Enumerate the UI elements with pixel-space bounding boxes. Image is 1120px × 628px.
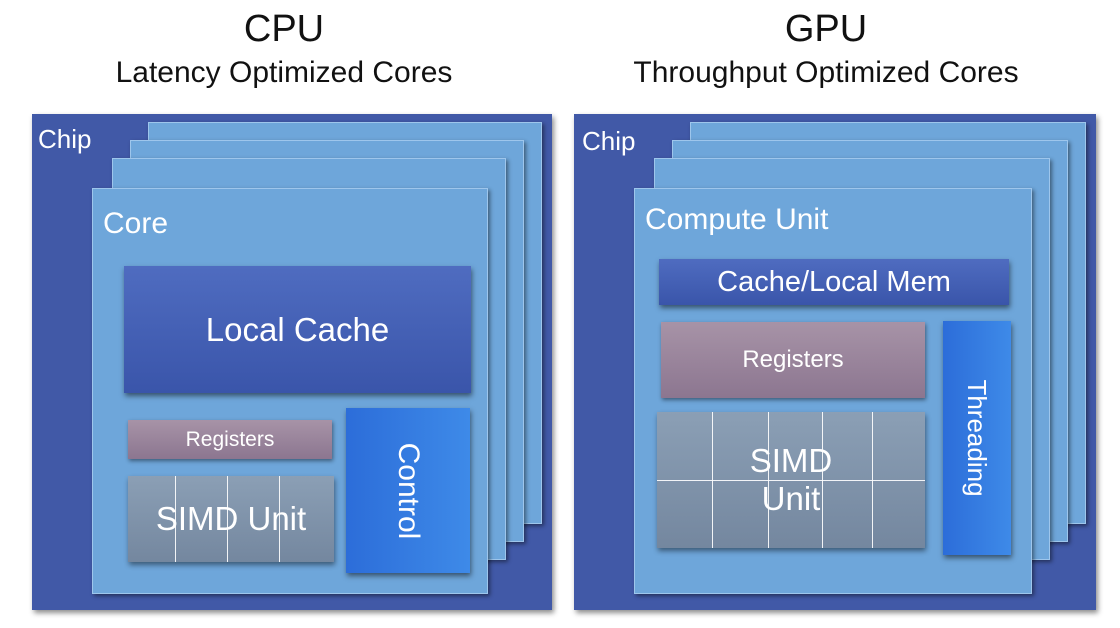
gpu-simd-label-line1: SIMD	[749, 442, 833, 480]
gpu-chip-label: Chip	[582, 126, 636, 156]
cpu-core-label: Core	[103, 207, 169, 240]
cpu-subtitle: Latency Optimized Cores	[115, 56, 453, 89]
cpu-simd-unit: SIMD Unit	[128, 476, 334, 562]
cpu-registers: Registers	[128, 420, 332, 459]
cpu-core: Core Local Cache Registers SIMD Unit Con…	[92, 188, 488, 594]
cpu-control: Control	[346, 408, 470, 573]
cpu-title: CPU	[243, 8, 325, 50]
gpu-simd-label: SIMD Unit	[657, 412, 925, 548]
cpu-local-cache: Local Cache	[124, 266, 471, 393]
gpu-threading-label: Threading	[962, 379, 992, 497]
gpu-subtitle: Throughput Optimized Cores	[633, 56, 1019, 89]
gpu-threading: Threading	[943, 321, 1011, 555]
cpu-simd-label: SIMD Unit	[155, 500, 307, 537]
gpu-cache-local-mem: Cache/Local Mem	[659, 259, 1009, 305]
cpu-control-label: Control	[392, 442, 425, 539]
gpu-registers: Registers	[661, 322, 925, 398]
gpu-compute-unit-label: Compute Unit	[645, 203, 829, 236]
gpu-simd-unit: SIMD Unit	[657, 412, 925, 548]
cpu-chip-label: Chip	[38, 124, 92, 154]
gpu-simd-label-line2: Unit	[761, 480, 821, 517]
gpu-compute-unit: Compute Unit Cache/Local Mem Registers S…	[634, 188, 1032, 594]
gpu-title: GPU	[784, 8, 868, 50]
